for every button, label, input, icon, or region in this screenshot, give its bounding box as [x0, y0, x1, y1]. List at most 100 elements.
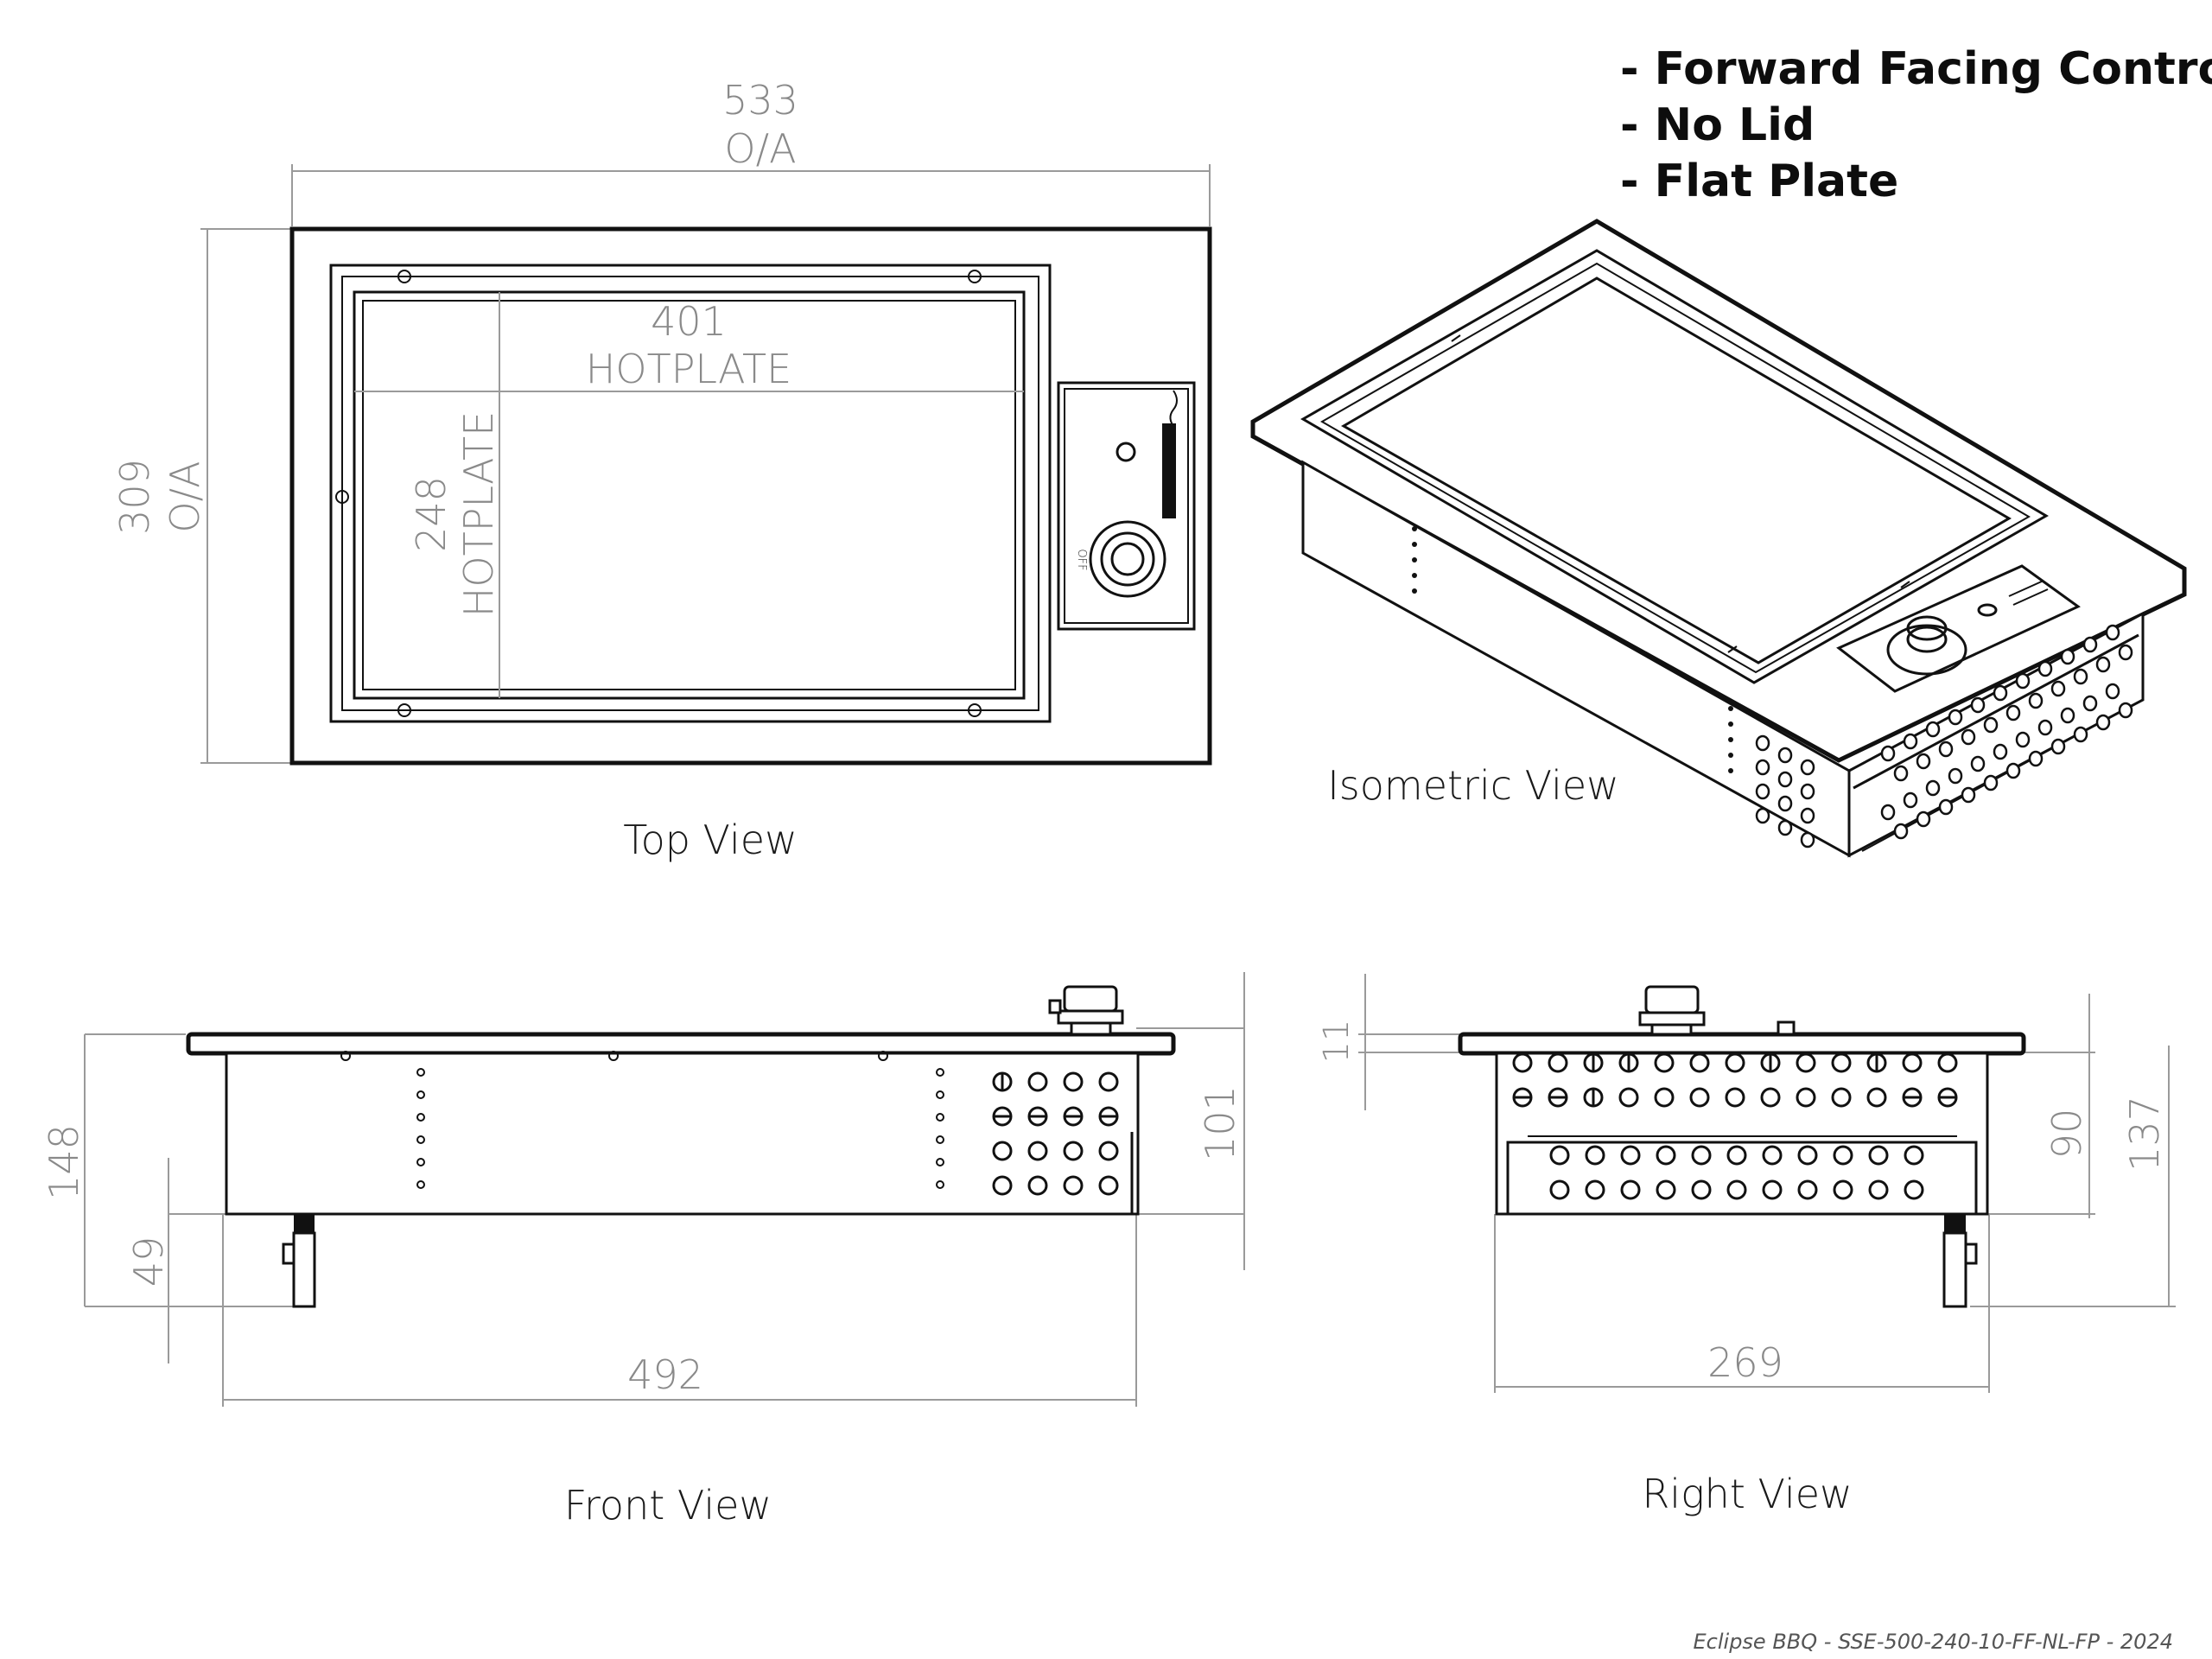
- vent-hole: [2105, 624, 2120, 641]
- front-control-knob: [1048, 985, 1124, 1036]
- iso-hotplate: [1340, 276, 2012, 664]
- right-vent-holes: [1512, 1052, 1958, 1200]
- vent-hole: [1925, 721, 1941, 738]
- vent-hole: [1027, 1175, 1048, 1196]
- vent-hole: [1868, 1179, 1889, 1200]
- vent-hole: [1800, 831, 1815, 849]
- vent-hole: [2050, 680, 2066, 697]
- vent-hole: [1993, 743, 2008, 760]
- vent-hole: [1948, 709, 1963, 726]
- top-hotplate-outer: [353, 290, 1026, 700]
- front-leg: [282, 1214, 316, 1308]
- vent-hole: [1938, 798, 1954, 816]
- iso-clip: [1727, 645, 1738, 653]
- dim-front-leg-height: 49: [125, 1236, 172, 1287]
- dim-overall-depth-note: O/A: [162, 461, 208, 532]
- vent-hole: [1797, 1179, 1818, 1200]
- vent-hole: [1654, 1087, 1675, 1108]
- vent-hole: [1755, 734, 1770, 752]
- dim-hotplate-width-note: HOTPLATE: [586, 346, 791, 392]
- top-knob-off-label: OFF: [1075, 549, 1088, 570]
- vent-hole: [1620, 1179, 1641, 1200]
- right-view: 11 90 137 269 Right View: [1317, 974, 2176, 1517]
- front-vent-holes: [992, 1071, 1119, 1196]
- vent-hole: [1755, 783, 1770, 800]
- iso-control-panel: [1836, 564, 2081, 693]
- vent-hole: [1726, 1179, 1747, 1200]
- iso-control-knob: [1886, 615, 1967, 676]
- right-leg: [1942, 1214, 1978, 1308]
- top-outer-frame: [289, 226, 1212, 766]
- vent-hole: [1691, 1179, 1712, 1200]
- iso-vent-dots: [1412, 526, 1733, 773]
- vent-hole: [1904, 1179, 1924, 1200]
- iso-clip: [1900, 581, 1910, 588]
- vent-hole: [1656, 1145, 1676, 1166]
- vent-hole: [1762, 1179, 1783, 1200]
- vent-hole: [1993, 684, 2008, 702]
- iso-recess-inner: [1319, 262, 2031, 674]
- vent-hole: [2073, 668, 2088, 685]
- top-clip: [397, 703, 411, 717]
- vent-hole: [1689, 1087, 1710, 1108]
- top-clip: [335, 490, 349, 504]
- right-drawer: [1506, 1141, 1978, 1216]
- vent-hole: [1903, 791, 1918, 809]
- top-control-knob: [1089, 520, 1166, 598]
- dim-hotplate-depth-note: HOTPLATE: [455, 411, 502, 617]
- iso-vent-holes: [1755, 624, 2133, 849]
- vent-hole: [1755, 807, 1770, 824]
- top-control-panel: [1057, 381, 1196, 631]
- vent-hole: [2118, 644, 2133, 661]
- vent-hole: [1903, 733, 1918, 750]
- vent-hole: [1618, 1087, 1639, 1108]
- view-label-front: Front View: [564, 1482, 772, 1529]
- vent-hole: [1866, 1087, 1887, 1108]
- vent-hole: [1938, 741, 1954, 758]
- view-label-top: Top View: [623, 817, 797, 863]
- vent-hole: [1777, 771, 1793, 788]
- dim-right-inner-height: 90: [2044, 1109, 2090, 1160]
- vent-hole: [2050, 738, 2066, 755]
- iso-body-bottom-edge: [1861, 703, 2135, 852]
- vent-hole: [1831, 1087, 1852, 1108]
- front-top-rim: [186, 1032, 1176, 1056]
- top-hotplate-inner: [362, 300, 1016, 690]
- vent-hole: [1098, 1071, 1119, 1092]
- vent-hole: [1063, 1071, 1084, 1092]
- vent-hole: [1027, 1141, 1048, 1161]
- dim-overall-depth-value: 309: [111, 459, 158, 535]
- dim-front-body-width: 492: [627, 1351, 703, 1398]
- vent-hole: [1585, 1179, 1605, 1200]
- iso-drawer-top: [1853, 633, 2139, 790]
- vent-hole: [2082, 695, 2098, 712]
- front-rivets: [340, 1051, 888, 1061]
- vent-hole: [1948, 767, 1963, 785]
- vent-hole: [1893, 823, 1909, 840]
- vent-hole: [1983, 716, 1999, 734]
- vent-hole: [2060, 648, 2075, 665]
- vent-hole: [1983, 774, 1999, 791]
- vent-hole: [1831, 1052, 1852, 1073]
- front-body: [225, 1052, 1140, 1216]
- vent-hole: [1796, 1087, 1816, 1108]
- vent-hole: [1620, 1145, 1641, 1166]
- vent-hole: [2005, 704, 2021, 721]
- vent-hole: [1777, 795, 1793, 812]
- vent-hole: [2082, 636, 2098, 653]
- vent-hole: [1916, 810, 1931, 828]
- vent-hole: [2095, 714, 2111, 731]
- dim-right-rim-height: 11: [1317, 1020, 1357, 1064]
- vent-hole: [1893, 765, 1909, 782]
- vent-hole: [1833, 1179, 1853, 1200]
- vent-hole: [2015, 731, 2031, 748]
- dim-overall-width-note: O/A: [724, 125, 796, 172]
- feature-forward-facing-controls: - Forward Facing Controls: [1620, 43, 2212, 95]
- vent-hole: [1549, 1145, 1570, 1166]
- vent-hole: [1726, 1145, 1747, 1166]
- vent-hole: [1904, 1145, 1924, 1166]
- feature-flat-plate: - Flat Plate: [1620, 156, 1898, 207]
- vent-hole: [1970, 755, 1986, 772]
- iso-brand-logo-icon: [2008, 580, 2049, 606]
- vent-hole: [1880, 804, 1896, 821]
